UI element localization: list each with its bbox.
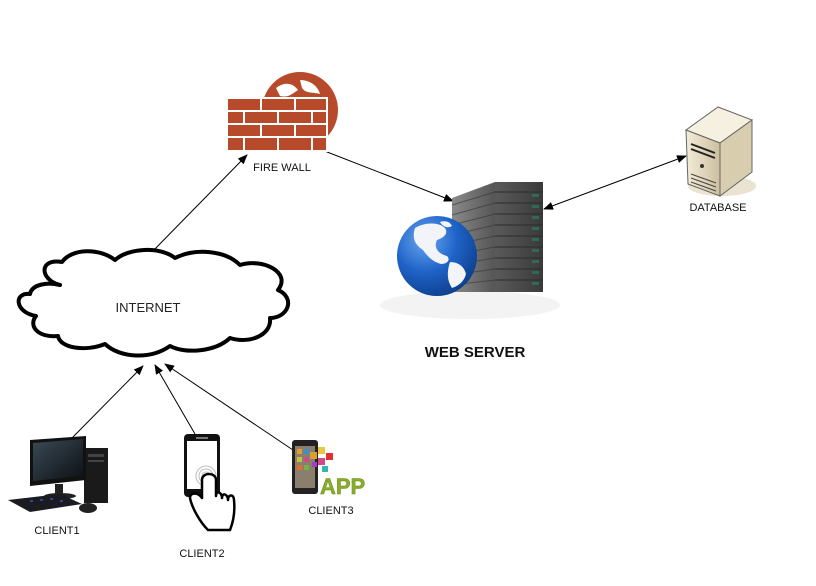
edges — [71, 149, 687, 451]
database-server-tower-icon — [684, 106, 756, 197]
edge-webserver-database — [543, 155, 687, 210]
webserver-label: WEB SERVER — [424, 344, 526, 361]
client2-label: CLIENT2 — [179, 548, 225, 560]
client1-label: CLIENT1 — [34, 525, 80, 537]
brick-wall-globe-icon — [226, 72, 338, 152]
database-label: DATABASE — [689, 202, 747, 214]
edge-firewall-webserver — [321, 149, 454, 202]
edge-client1-internet — [71, 365, 144, 439]
internet-cloud[interactable] — [16, 247, 291, 358]
client3-label: CLIENT3 — [308, 505, 354, 517]
server-rack-globe-icon — [380, 182, 560, 319]
smartphone-app-icon: APP — [292, 440, 366, 499]
smartphone-touch-icon — [184, 434, 236, 532]
cloud-shape — [16, 247, 291, 358]
app-text: APP — [320, 474, 365, 499]
firewall-label: FIRE WALL — [253, 162, 311, 174]
desktop-computer-icon — [8, 436, 108, 513]
internet-label: INTERNET — [115, 300, 181, 315]
edge-internet-firewall — [149, 154, 248, 255]
edge-client3-internet — [164, 363, 294, 451]
edge-client2-internet — [154, 364, 196, 435]
